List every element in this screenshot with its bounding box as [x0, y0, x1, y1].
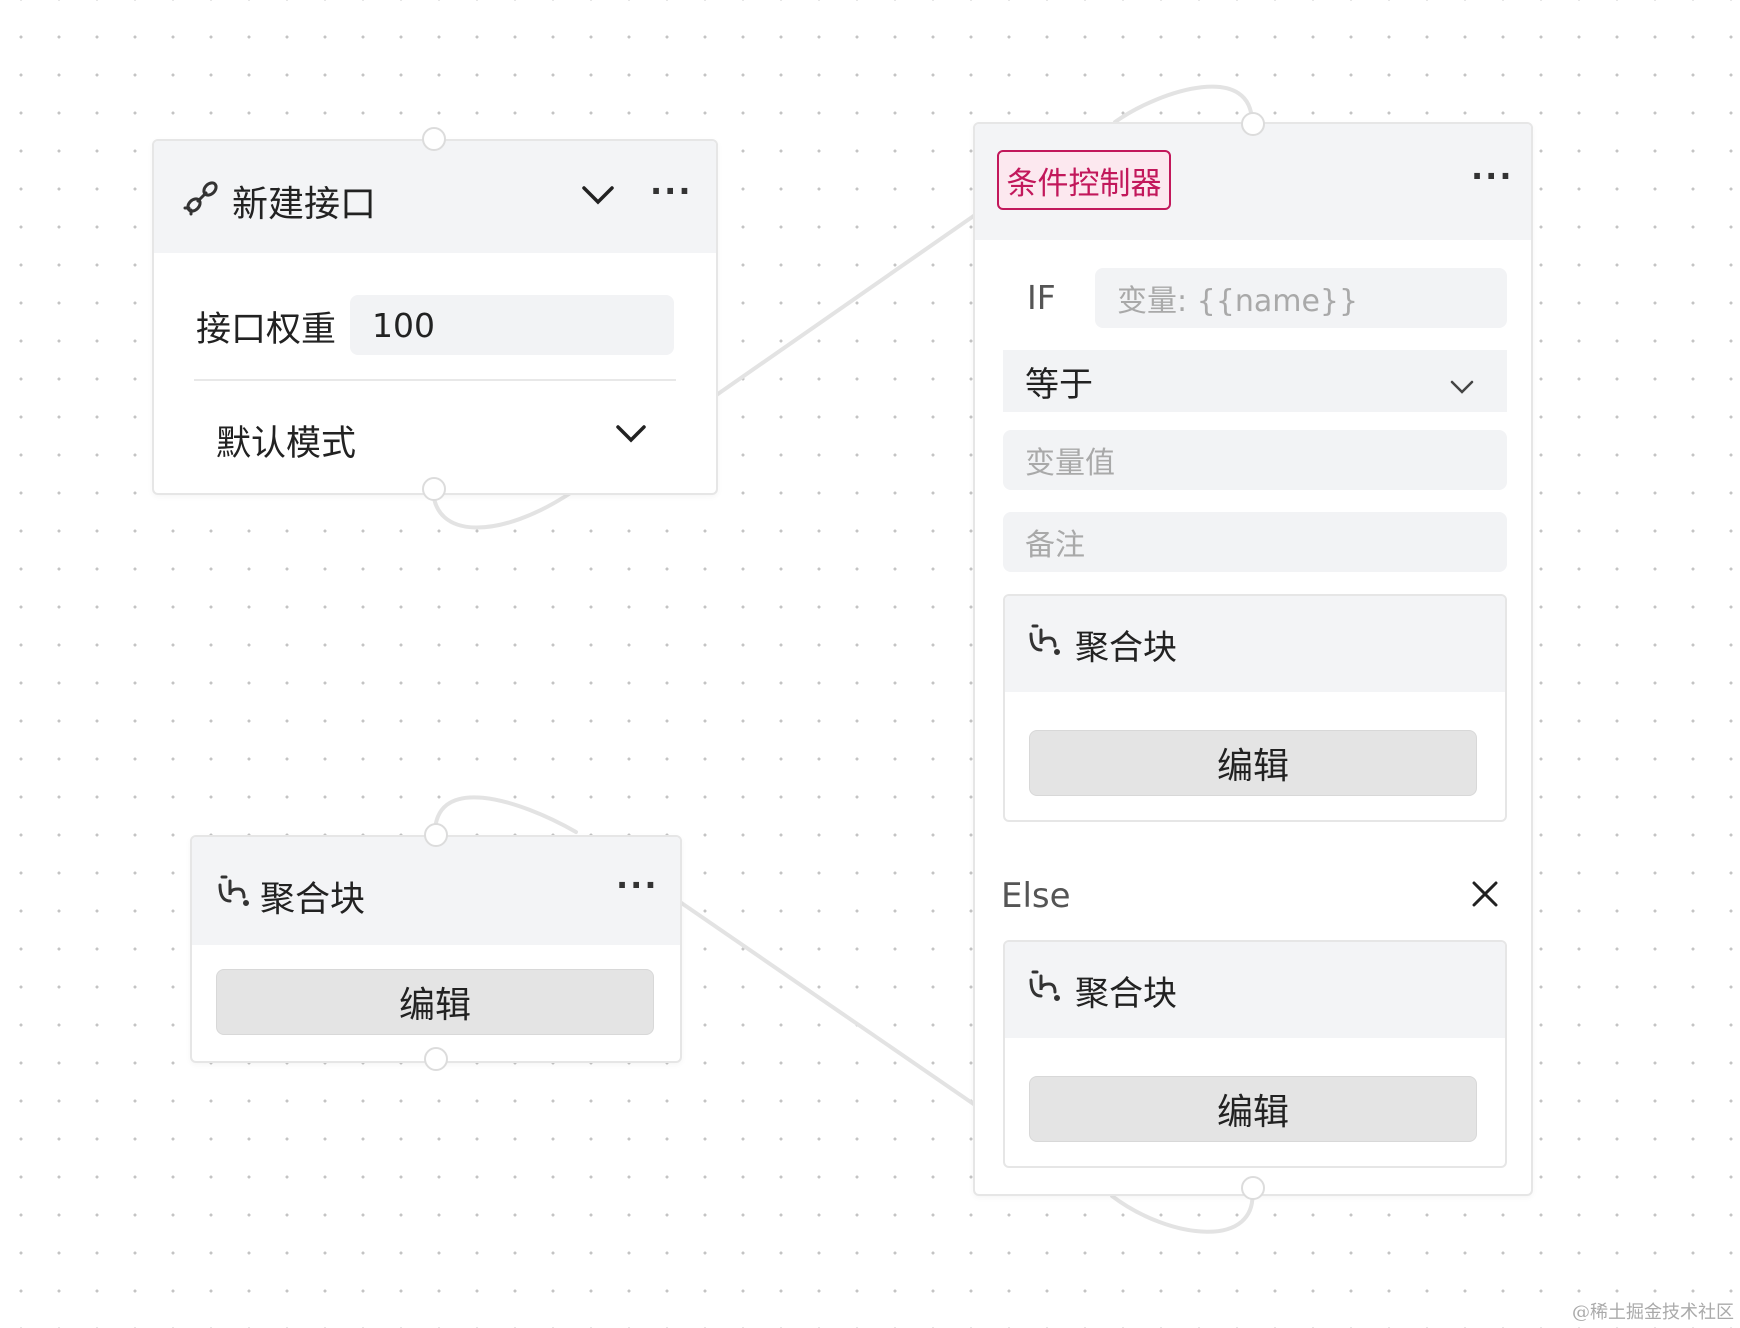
aggregate-node-top-port[interactable]	[424, 823, 448, 847]
condition-node-bottom-port[interactable]	[1241, 1176, 1265, 1200]
condition-node-more-icon[interactable]: ···	[1471, 157, 1514, 195]
aggregate-icon	[216, 873, 252, 913]
mode-value: 默认模式	[216, 424, 357, 464]
if-aggregate-title: 聚合块	[1075, 627, 1177, 668]
variable-input[interactable]: 变量: {{name}}	[1095, 268, 1507, 328]
condition-node-top-port[interactable]	[1241, 112, 1265, 136]
wire-condition-top-loop	[1113, 84, 1255, 128]
api-node-header[interactable]: 新建接口 ···	[154, 141, 716, 253]
api-node-more-icon[interactable]: ···	[650, 172, 693, 210]
api-node-top-port[interactable]	[422, 127, 446, 151]
note-placeholder: 备注	[1025, 528, 1085, 563]
operator-chevron-down-icon	[1449, 370, 1475, 405]
aggregate-node-title: 聚合块	[260, 880, 366, 920]
watermark: @稀土掘金技术社区	[1572, 1302, 1734, 1323]
variable-placeholder: 变量: {{name}}	[1117, 284, 1359, 319]
aggregate-icon	[1027, 622, 1063, 667]
operator-select[interactable]: 等于	[1003, 350, 1507, 412]
if-label: IF	[1027, 278, 1056, 317]
condition-node[interactable]: 条件控制器 ··· IF 变量: {{name}} 等于 变量值 备注 聚合块 …	[973, 112, 1533, 1200]
wire-aggregate-to-else	[678, 900, 977, 1107]
if-aggregate-block[interactable]: 聚合块 编辑	[1003, 594, 1507, 822]
aggregate-node-bottom-port[interactable]	[424, 1047, 448, 1071]
divider	[194, 379, 676, 381]
value-placeholder: 变量值	[1025, 446, 1115, 481]
condition-node-header[interactable]: 条件控制器 ···	[975, 124, 1531, 240]
wire-aggregate-top-loop	[432, 795, 578, 842]
if-aggregate-edit-button[interactable]: 编辑	[1029, 730, 1477, 796]
else-aggregate-header: 聚合块	[1005, 942, 1505, 1038]
mode-chevron-down-icon	[614, 421, 648, 451]
aggregate-node-header[interactable]: 聚合块 ···	[192, 837, 680, 945]
link-icon	[182, 177, 222, 221]
wire-api-to-condition	[713, 213, 977, 398]
weight-label: 接口权重	[196, 310, 337, 350]
else-aggregate-block[interactable]: 聚合块 编辑	[1003, 940, 1507, 1168]
note-input[interactable]: 备注	[1003, 512, 1507, 572]
aggregate-node[interactable]: 聚合块 ··· 编辑	[190, 823, 682, 1071]
aggregate-node-more-icon[interactable]: ···	[616, 866, 659, 904]
api-node-title: 新建接口	[232, 184, 377, 225]
condition-tag: 条件控制器	[997, 150, 1171, 210]
else-aggregate-edit-button[interactable]: 编辑	[1029, 1076, 1477, 1142]
operator-value: 等于	[1025, 364, 1093, 405]
else-label: Else	[1001, 876, 1071, 916]
api-node-bottom-port[interactable]	[422, 477, 446, 501]
if-aggregate-header: 聚合块	[1005, 596, 1505, 692]
weight-input[interactable]: 100	[350, 295, 674, 355]
weight-value: 100	[372, 305, 435, 345]
aggregate-edit-button[interactable]: 编辑	[216, 969, 654, 1035]
value-input[interactable]: 变量值	[1003, 430, 1507, 490]
api-node[interactable]: 新建接口 ··· 接口权重 100 默认模式	[152, 127, 718, 501]
aggregate-icon	[1027, 968, 1063, 1013]
mode-select[interactable]: 默认模式	[194, 391, 676, 481]
close-icon[interactable]	[1471, 880, 1499, 912]
else-aggregate-title: 聚合块	[1075, 973, 1177, 1014]
collapse-chevron-icon[interactable]	[580, 181, 616, 213]
